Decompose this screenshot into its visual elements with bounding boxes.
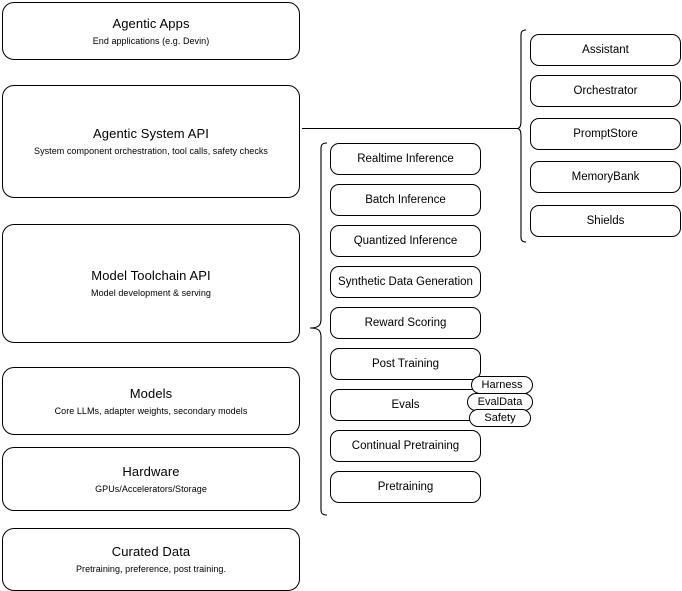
capability-label: Quantized Inference	[353, 235, 458, 247]
layer-title: Agentic System API	[93, 126, 209, 141]
layer-title: Hardware	[122, 463, 180, 479]
layer-agentic-apps[interactable]: Agentic Apps End applications (e.g. Devi…	[2, 2, 300, 60]
system-component-assistant[interactable]: Assistant	[530, 34, 681, 66]
layer-subtitle: Pretraining, preference, post training.	[75, 564, 227, 574]
evals-subcomponent-safety[interactable]: Safety	[469, 409, 531, 427]
capability-quantized-inference[interactable]: Quantized Inference	[330, 225, 481, 257]
capability-label: Continual Pretraining	[351, 440, 460, 452]
system-component-promptstore[interactable]: PromptStore	[530, 118, 681, 150]
capability-continual-pretraining[interactable]: Continual Pretraining	[330, 430, 481, 462]
layer-model-toolchain-api[interactable]: Model Toolchain API Model development & …	[2, 224, 300, 343]
capability-label: Post Training	[371, 358, 440, 370]
capability-realtime-inference[interactable]: Realtime Inference	[330, 143, 481, 175]
system-component-orchestrator[interactable]: Orchestrator	[530, 75, 681, 107]
layer-agentic-system-api[interactable]: Agentic System API System component orch…	[2, 85, 300, 198]
system-component-memorybank[interactable]: MemoryBank	[530, 161, 681, 193]
system-component-label: Orchestrator	[573, 85, 638, 97]
layer-hardware[interactable]: Hardware GPUs/Accelerators/Storage	[2, 447, 300, 511]
evals-subcomponent-harness[interactable]: Harness	[471, 376, 533, 394]
layer-curated-data[interactable]: Curated Data Pretraining, preference, po…	[2, 528, 300, 591]
layer-subtitle: System component orchestration, tool cal…	[34, 146, 268, 156]
capability-synthetic-data-generation[interactable]: Synthetic Data Generation	[330, 266, 481, 298]
system-component-label: Shields	[586, 215, 625, 227]
layer-models[interactable]: Models Core LLMs, adapter weights, secon…	[2, 367, 300, 435]
system-component-label: Assistant	[582, 44, 629, 56]
capability-label: Pretraining	[377, 481, 434, 493]
brace-system-components	[516, 29, 527, 243]
system-component-label: MemoryBank	[571, 171, 640, 183]
capability-label: Evals	[391, 399, 420, 411]
layer-title: Agentic Apps	[112, 15, 190, 31]
capability-batch-inference[interactable]: Batch Inference	[330, 184, 481, 216]
capability-label: Reward Scoring	[364, 317, 447, 329]
pill-label: Safety	[484, 411, 516, 424]
layer-title: Curated Data	[111, 544, 191, 559]
pill-label: EvalData	[477, 395, 523, 408]
system-component-shields[interactable]: Shields	[530, 205, 681, 237]
capability-label: Realtime Inference	[357, 153, 454, 165]
capability-post-training[interactable]: Post Training	[330, 348, 481, 380]
layer-subtitle: GPUs/Accelerators/Storage	[95, 483, 207, 494]
capability-label: Batch Inference	[365, 194, 446, 206]
capability-reward-scoring[interactable]: Reward Scoring	[330, 307, 481, 339]
capability-evals[interactable]: Evals	[330, 389, 481, 421]
capability-pretraining[interactable]: Pretraining	[330, 471, 481, 503]
layer-subtitle: End applications (e.g. Devin)	[92, 35, 210, 46]
layer-subtitle: Model development & serving	[91, 288, 211, 298]
capability-label: Synthetic Data Generation	[338, 276, 473, 288]
brace-toolchain-capabilities	[309, 142, 328, 516]
system-component-label: PromptStore	[573, 128, 638, 140]
layer-title: Models	[129, 385, 173, 401]
pill-label: Harness	[481, 378, 523, 391]
layer-subtitle: Core LLMs, adapter weights, secondary mo…	[54, 405, 248, 416]
layer-title: Model Toolchain API	[91, 268, 211, 283]
